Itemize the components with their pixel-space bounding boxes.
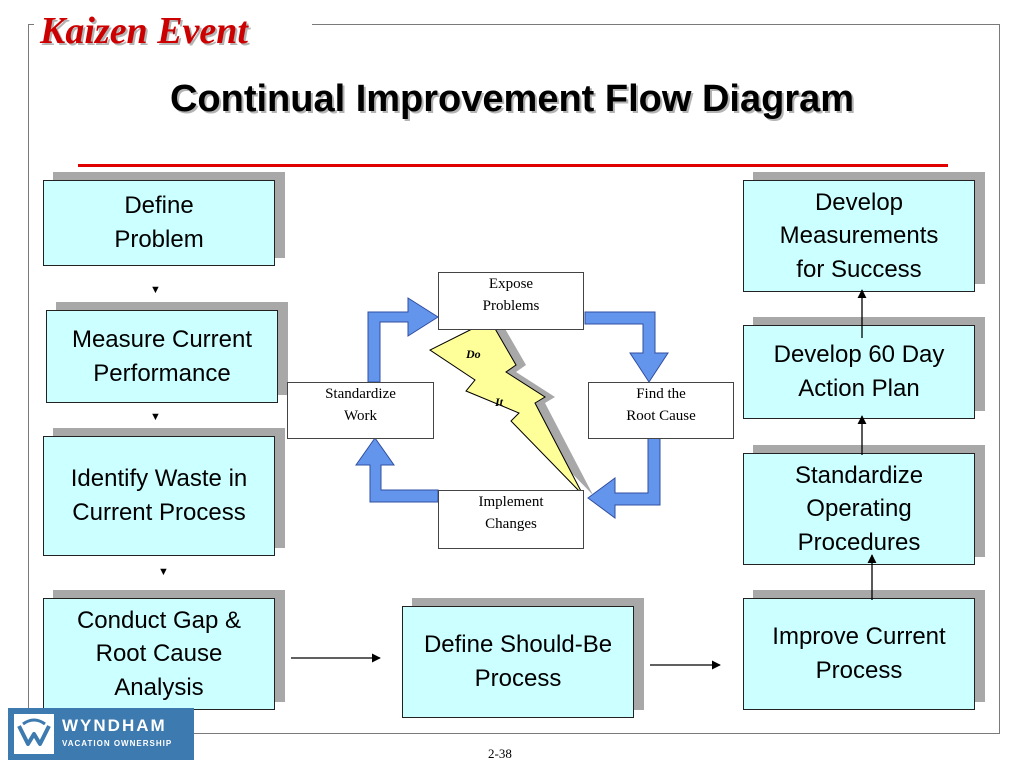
kaizen-event-label: Kaizen Event [40, 10, 248, 52]
page-number: 2-38 [488, 746, 512, 761]
logo-name: WYNDHAM [62, 716, 167, 735]
box-action-plan: Develop 60 Day Action Plan [743, 325, 975, 419]
cycle-expose-problems: Expose Problems [438, 272, 584, 330]
bent-arrow-icon [587, 437, 661, 519]
box-measure-performance-label: Measure Current Performance [71, 325, 253, 387]
box-gap-analysis-label: Conduct Gap & Root Cause Analysis [76, 606, 242, 701]
logo-subtitle: VACATION OWNERSHIP [62, 739, 173, 748]
page-title: Continual Improvement Flow Diagram [169, 78, 855, 120]
cycle-implement-changes-label: Implement Changes [478, 494, 544, 532]
cycle-expose-problems-label: Expose Problems [482, 276, 540, 314]
box-gap-analysis: Conduct Gap & Root Cause Analysis [43, 598, 275, 710]
box-improve-process: Improve Current Process [743, 598, 975, 710]
box-standardize-procedures: Standardize Operating Procedures [743, 453, 975, 565]
box-develop-measurements: Develop Measurements for Success [743, 180, 975, 292]
box-identify-waste: Identify Waste in Current Process [43, 436, 275, 556]
wyndham-logo: WYNDHAM VACATION OWNERSHIP [8, 708, 194, 760]
bent-arrow-icon [367, 297, 439, 383]
box-should-be-label: Define Should-Be Process [423, 631, 613, 692]
cycle-find-root-cause: Find the Root Cause [588, 382, 734, 439]
arrow-down-2: ▼ [150, 411, 161, 423]
frame-gap [34, 14, 312, 36]
lightning-bolt-icon [429, 319, 584, 496]
cycle-standardize-work: Standardize Work [287, 382, 434, 439]
cycle-implement-changes: Implement Changes [438, 490, 584, 549]
box-identify-waste-label: Identify Waste in Current Process [70, 465, 248, 526]
bolt-text-do: Do [466, 347, 481, 361]
box-standardize-procedures-label: Standardize Operating Procedures [794, 461, 924, 556]
box-develop-measurements-label: Develop Measurements for Success [779, 188, 939, 283]
cycle-find-root-cause-label: Find the Root Cause [626, 386, 696, 424]
box-define-problem: Define Problem [43, 180, 275, 266]
box-should-be: Define Should-Be Process [402, 606, 634, 718]
box-define-problem-label: Define Problem [114, 192, 204, 253]
bent-arrow-icon [584, 311, 669, 383]
bent-arrow-icon [355, 437, 439, 503]
box-measure-performance: Measure Current Performance [46, 310, 278, 403]
arrow-down-1: ▼ [150, 284, 161, 296]
box-improve-process-label: Improve Current Process [772, 623, 946, 684]
title-underline [78, 164, 948, 167]
bolt-text-it: It [495, 395, 504, 409]
cycle-standardize-work-label: Standardize Work [325, 386, 396, 424]
slide-frame [28, 24, 1000, 734]
box-action-plan-label: Develop 60 Day Action Plan [773, 341, 945, 402]
arrow-down-3: ▼ [158, 566, 169, 578]
wyndham-logo-icon [14, 714, 54, 754]
